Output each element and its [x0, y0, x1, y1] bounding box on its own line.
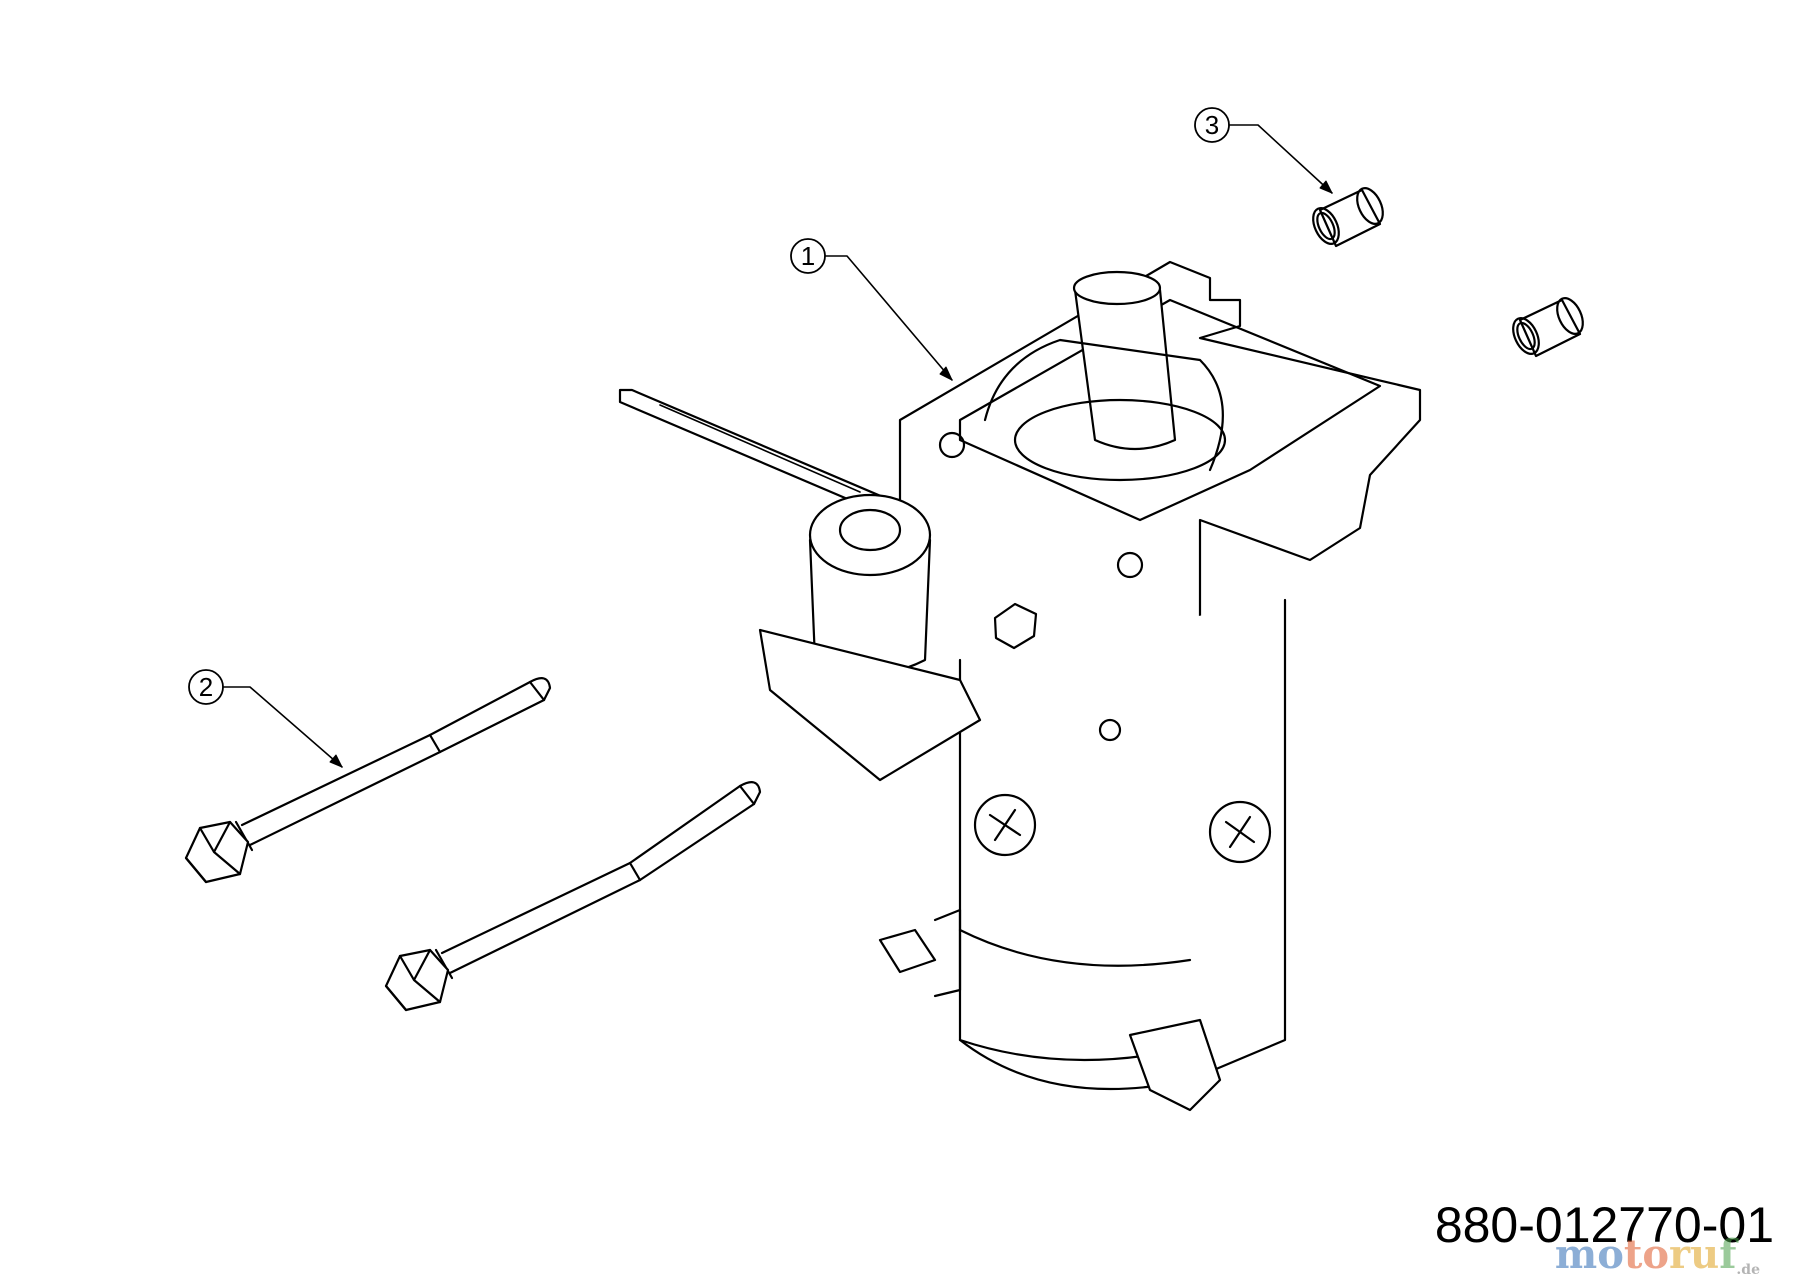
- callout-1-label: 1: [801, 241, 815, 271]
- callout-3: 3: [1194, 107, 1333, 194]
- callout-2-label: 2: [199, 672, 213, 702]
- callout-3-label: 3: [1205, 110, 1219, 140]
- watermark-logo: motoruf.de: [1555, 1231, 1760, 1278]
- watermark-part-2: to: [1623, 1231, 1670, 1278]
- watermark-part-4: f: [1719, 1231, 1737, 1278]
- watermark-part-1: mo: [1554, 1231, 1624, 1278]
- bolt-lower: [384, 781, 762, 1012]
- watermark-suffix: .de: [1736, 1262, 1760, 1278]
- bolt-upper: [184, 677, 552, 884]
- phillips-screw-right: [1208, 800, 1272, 864]
- bushing-upper: [1312, 187, 1384, 248]
- phillips-screw-left: [973, 793, 1037, 857]
- watermark-part-3: ru: [1669, 1231, 1720, 1278]
- diagram-part-number: 880-012770-01: [1434, 1197, 1774, 1253]
- callout-2: 2: [188, 669, 343, 768]
- bushing-lower: [1512, 297, 1584, 358]
- callout-1: 1: [790, 238, 953, 381]
- starter-motor-assembly: [618, 260, 1422, 1112]
